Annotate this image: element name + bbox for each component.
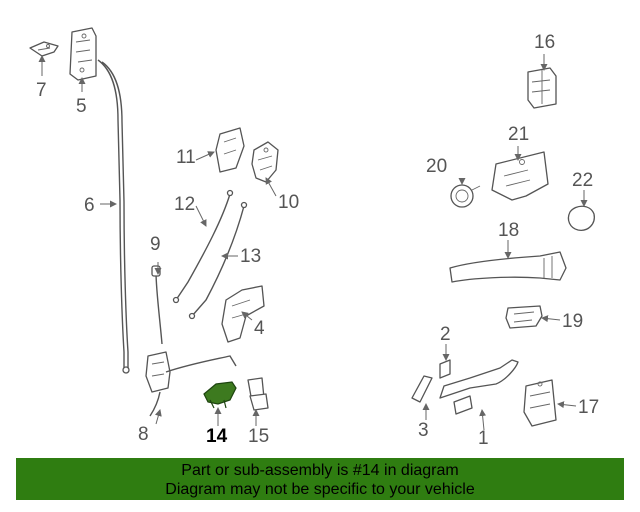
- label-3: 3: [418, 420, 429, 441]
- bracket-part-10: [251, 141, 279, 183]
- bracket-part-11: [215, 127, 245, 173]
- cable-part-6: [97, 59, 130, 374]
- label-12: 12: [174, 194, 195, 215]
- label-9: 9: [150, 234, 161, 255]
- label-2: 2: [440, 324, 451, 345]
- label-19: 19: [562, 311, 583, 332]
- label-8: 8: [138, 424, 149, 445]
- handle-part-18: [449, 251, 567, 283]
- callout-labels: 7 5 6 9 11 10 12 13 4 8 14 15 16 21 20 2…: [36, 32, 599, 449]
- latch-part-5: [69, 27, 97, 81]
- plate-part-21: [491, 151, 549, 201]
- label-6: 6: [84, 195, 95, 216]
- seal-part-2: [439, 359, 451, 379]
- clip-part-15: [247, 377, 269, 411]
- gasket-part-3: [411, 375, 433, 403]
- rod-part-9: [151, 265, 163, 345]
- label-5: 5: [76, 96, 87, 117]
- label-22: 22: [572, 170, 593, 191]
- highlighted-part-14: [203, 381, 237, 409]
- banner-line-disclaimer: Diagram may not be specific to your vehi…: [165, 481, 475, 498]
- rod-part-12: [172, 189, 234, 304]
- info-banner: Part or sub-assembly is #14 in diagram D…: [16, 458, 624, 500]
- label-20: 20: [426, 156, 447, 177]
- label-7: 7: [36, 80, 47, 101]
- label-11: 11: [176, 147, 196, 168]
- actuator-part-8: [145, 351, 237, 417]
- label-4: 4: [254, 318, 265, 339]
- bracket-part-19: [505, 305, 543, 329]
- label-17: 17: [578, 397, 599, 418]
- outer-handle-part-1: [439, 359, 519, 415]
- label-13: 13: [240, 246, 261, 267]
- latch-part-16: [527, 67, 557, 109]
- label-21: 21: [508, 124, 529, 145]
- bracket-part-7: [29, 41, 59, 57]
- label-16: 16: [534, 32, 555, 53]
- knob-part-20: [450, 184, 481, 208]
- lock-part-17: [523, 379, 557, 427]
- banner-line-part-number: Part or sub-assembly is #14 in diagram: [181, 462, 459, 479]
- label-18: 18: [498, 220, 519, 241]
- label-15: 15: [248, 426, 269, 447]
- parts-diagram: 7 5 6 9 11 10 12 13 4 8 14 15 16 21 20 2…: [29, 27, 599, 449]
- leader-lines: [38, 54, 588, 431]
- label-14: 14: [206, 426, 228, 447]
- cap-part-22: [567, 205, 595, 231]
- label-10: 10: [278, 192, 299, 213]
- label-1: 1: [478, 428, 489, 449]
